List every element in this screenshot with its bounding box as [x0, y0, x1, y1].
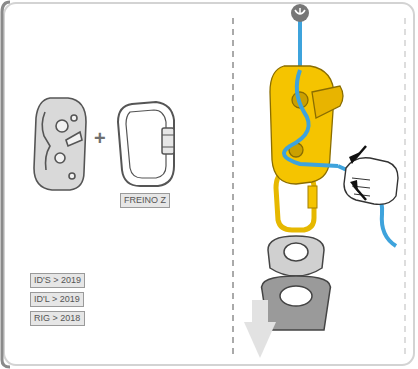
model-year-box: ID'S > 2019	[30, 273, 85, 288]
descender-device	[270, 66, 343, 184]
model-year-box: RIG > 2018	[30, 311, 85, 326]
model-year: RIG > 2018	[34, 313, 81, 324]
part-name: FREINO Z	[124, 195, 166, 206]
model-year-box: ID'L > 2019	[30, 292, 84, 307]
model-year: ID'L > 2019	[34, 294, 80, 305]
divider	[233, 18, 234, 355]
model-year: ID'S > 2019	[34, 275, 81, 286]
divider	[405, 18, 406, 355]
carabiner-icon	[118, 102, 174, 186]
squeeze-arrow	[354, 186, 366, 200]
rope	[298, 20, 302, 70]
anchor-mark	[295, 8, 305, 14]
descender-icon	[34, 98, 86, 190]
load-arrow	[244, 322, 276, 358]
panel-frame	[4, 3, 414, 365]
panel-edge	[2, 2, 10, 367]
squeeze-arrow	[354, 146, 366, 160]
hand	[344, 158, 398, 205]
harness-swivel	[262, 236, 331, 330]
load-arrow	[252, 300, 268, 324]
anchor-symbol	[291, 4, 309, 22]
part-name-box: FREINO Z	[120, 193, 170, 208]
carabiner-lock	[308, 186, 317, 208]
rope	[284, 70, 338, 166]
plus-sign: +	[94, 127, 106, 150]
